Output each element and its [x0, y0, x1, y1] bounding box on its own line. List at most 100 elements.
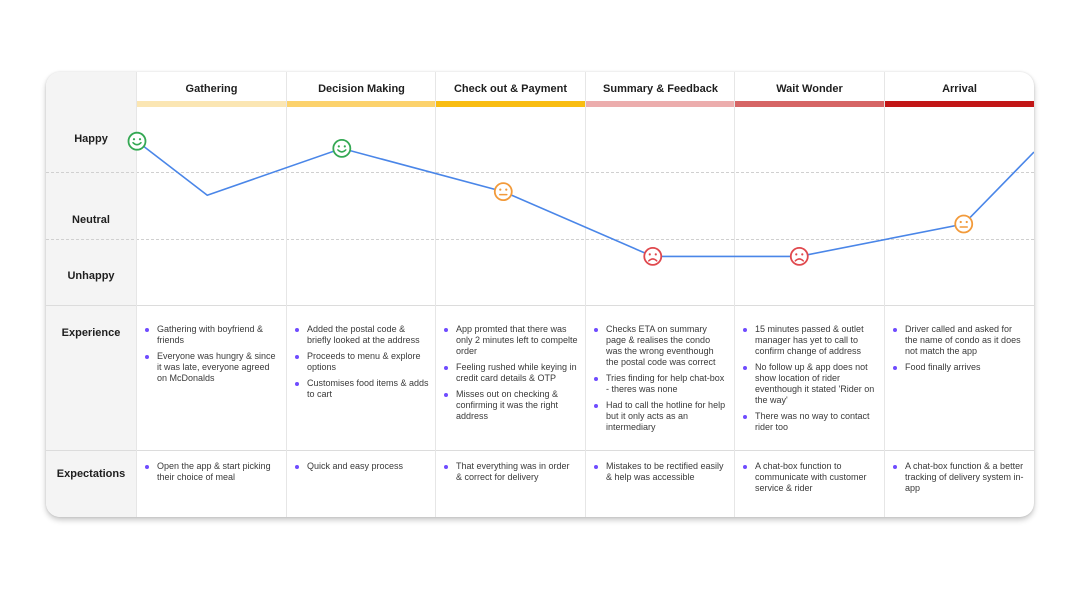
expectations-cell: That everything was in order & correct f… [444, 461, 578, 488]
neutral-unhappy-divider [46, 239, 1034, 240]
bullet-icon [594, 404, 598, 408]
expectations-item: A chat-box function to communicate with … [743, 461, 877, 494]
experience-text: There was no way to contact rider too [755, 411, 870, 432]
bullet-icon [444, 366, 448, 370]
happy-face-icon [332, 139, 352, 158]
experience-text: Driver called and asked for the name of … [905, 324, 1021, 356]
bullet-icon [594, 328, 598, 332]
experience-text: Added the postal code & briefly looked a… [307, 324, 420, 345]
experience-text: App promted that there was only 2 minute… [456, 324, 578, 356]
experience-text: Had to call the hotline for help but it … [606, 400, 726, 432]
experience-item: Food finally arrives [893, 362, 1027, 373]
experience-text: Gathering with boyfriend & friends [157, 324, 264, 345]
bullet-icon [893, 465, 897, 469]
column-divider [136, 72, 137, 517]
bullet-icon [295, 382, 299, 386]
expectations-text: A chat-box function to communicate with … [755, 461, 867, 493]
bullet-icon [743, 328, 747, 332]
stage-color-bar [735, 101, 885, 107]
expectations-cell: Open the app & start picking their choic… [145, 461, 279, 488]
unhappy-face-icon [643, 246, 663, 266]
stage-color-bar [287, 101, 437, 107]
experience-cell: 15 minutes passed & outlet manager has y… [743, 324, 877, 438]
expectations-text: Mistakes to be rectified easily & help w… [606, 461, 724, 482]
bullet-icon [295, 355, 299, 359]
expectations-cell: A chat-box function to communicate with … [743, 461, 877, 499]
happy-face-icon [127, 131, 147, 151]
bullet-icon [444, 328, 448, 332]
stage-header: Summary & Feedback [603, 83, 718, 95]
expectations-text: A chat-box function & a better tracking … [905, 461, 1024, 493]
emotion-journey-chart [127, 131, 1034, 266]
stage-header: Check out & Payment [453, 83, 568, 95]
stage-color-bar [586, 101, 736, 107]
bullet-icon [594, 465, 598, 469]
experience-cell: Added the postal code & briefly looked a… [295, 324, 429, 405]
experience-item: Feeling rushed while keying in credit ca… [444, 362, 578, 384]
stage-header: Arrival [942, 83, 977, 95]
expectations-item: Mistakes to be rectified easily & help w… [594, 461, 728, 483]
experience-item: Added the postal code & briefly looked a… [295, 324, 429, 346]
column-divider [734, 72, 735, 517]
bullet-icon [743, 415, 747, 419]
expectations-cell: Mistakes to be rectified easily & help w… [594, 461, 728, 488]
column-divider [585, 72, 586, 517]
chart-experience-divider [46, 305, 1034, 306]
bullet-icon [444, 465, 448, 469]
expectations-item: That everything was in order & correct f… [444, 461, 578, 483]
happy-neutral-divider [46, 172, 1034, 173]
experience-item: App promted that there was only 2 minute… [444, 324, 578, 357]
experience-cell: Checks ETA on summary page & realises th… [594, 324, 728, 438]
column-divider [435, 72, 436, 517]
experience-cell: App promted that there was only 2 minute… [444, 324, 578, 427]
experience-item: There was no way to contact rider too [743, 411, 877, 433]
bullet-icon [145, 465, 149, 469]
experience-text: 15 minutes passed & outlet manager has y… [755, 324, 864, 356]
experience-item: Checks ETA on summary page & realises th… [594, 324, 728, 368]
experience-item: Gathering with boyfriend & friends [145, 324, 279, 346]
experience-text: Food finally arrives [905, 362, 981, 372]
expectations-item: Quick and easy process [295, 461, 429, 472]
stage-header: Decision Making [318, 83, 405, 95]
experience-item: Had to call the hotline for help but it … [594, 400, 728, 433]
expectations-text: Open the app & start picking their choic… [157, 461, 271, 482]
row-label-neutral: Neutral [72, 214, 110, 226]
experience-text: Everyone was hungry & since it was late,… [157, 351, 276, 383]
row-label-expectations: Expectations [56, 468, 126, 480]
experience-text: Proceeds to menu & explore options [307, 351, 421, 372]
stage-header: Wait Wonder [776, 83, 843, 95]
expectations-text: That everything was in order & correct f… [456, 461, 570, 482]
experience-text: Misses out on checking & confirming it w… [456, 389, 559, 421]
journey-map-card: Happy Neutral Unhappy Experience Expecta… [46, 72, 1034, 517]
experience-item: 15 minutes passed & outlet manager has y… [743, 324, 877, 357]
bullet-icon [743, 465, 747, 469]
bullet-icon [145, 355, 149, 359]
experience-text: No follow up & app does not show locatio… [755, 362, 875, 405]
expectations-item: A chat-box function & a better tracking … [893, 461, 1027, 494]
expectations-item: Open the app & start picking their choic… [145, 461, 279, 483]
bullet-icon [145, 328, 149, 332]
bullet-icon [295, 328, 299, 332]
unhappy-face-icon [789, 246, 809, 266]
expectations-cell: Quick and easy process [295, 461, 429, 477]
experience-text: Tries finding for help chat-box - theres… [606, 373, 725, 394]
emotion-line [136, 140, 1034, 258]
bullet-icon [295, 465, 299, 469]
experience-expectations-divider [46, 450, 1034, 451]
experience-text: Customises food items & adds to cart [307, 378, 429, 399]
expectations-cell: A chat-box function & a better tracking … [893, 461, 1027, 499]
experience-item: Misses out on checking & confirming it w… [444, 389, 578, 422]
experience-item: Customises food items & adds to cart [295, 378, 429, 400]
bullet-icon [893, 328, 897, 332]
stage-color-bar [885, 101, 1034, 107]
row-label-experience: Experience [61, 327, 121, 339]
row-label-happy: Happy [74, 133, 108, 145]
bullet-icon [444, 393, 448, 397]
row-label-column [46, 72, 136, 517]
stage-color-bar [436, 101, 586, 107]
stage-header: Gathering [185, 83, 238, 95]
experience-item: Tries finding for help chat-box - theres… [594, 373, 728, 395]
neutral-face-icon [493, 182, 513, 201]
column-divider [286, 72, 287, 517]
